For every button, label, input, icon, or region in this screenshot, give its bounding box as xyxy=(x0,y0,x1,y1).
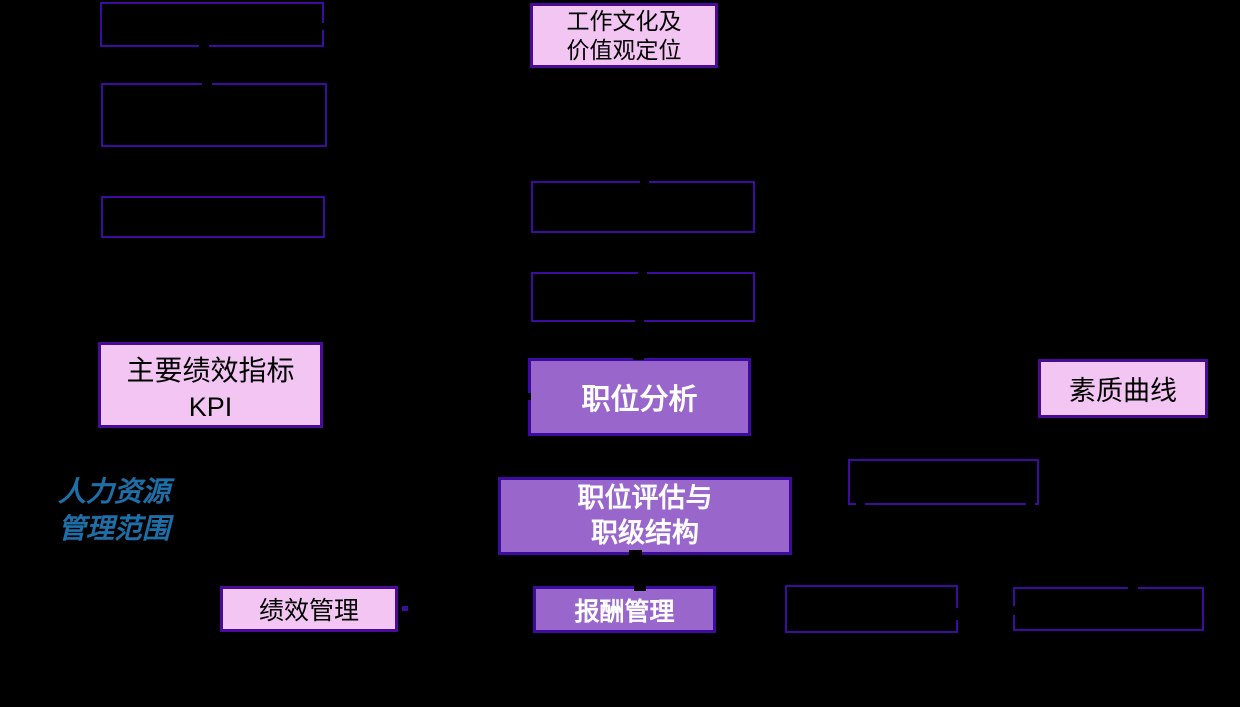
box-compensation-management: 报酬管理 xyxy=(533,586,716,633)
empty-box-center-1 xyxy=(531,181,755,233)
connector-arrowhead xyxy=(634,583,646,591)
box-work-culture-line2: 价值观定位 xyxy=(566,37,682,63)
connector-arrowhead xyxy=(523,393,531,400)
hr-scope-caption-line1: 人力资源 xyxy=(58,477,171,508)
connector-mark xyxy=(199,43,209,49)
box-job-evaluation: 职位评估与 职级结构 xyxy=(498,477,792,555)
box-performance-management: 绩效管理 xyxy=(220,586,398,632)
empty-box-center-2 xyxy=(531,272,755,322)
hr-scope-caption-line2: 管理范围 xyxy=(58,514,171,545)
box-job-analysis-label: 职位分析 xyxy=(581,384,698,416)
box-kpi-line1: 主要绩效指标 xyxy=(126,355,295,387)
empty-box-top-left xyxy=(100,2,324,47)
hr-scope-caption: 人力资源 管理范围 xyxy=(58,474,238,550)
box-job-evaluation-line1: 职位评估与 xyxy=(577,483,713,513)
box-quality-curve: 素质曲线 xyxy=(1038,359,1208,418)
connector-mark xyxy=(1010,606,1016,615)
connector-mark xyxy=(952,608,960,620)
connector-mark xyxy=(856,501,865,507)
empty-box-left-3 xyxy=(101,196,325,238)
empty-box-right-middle xyxy=(848,459,1039,505)
connector-mark xyxy=(629,550,642,557)
connector-mark xyxy=(1026,501,1035,507)
connector-mark xyxy=(635,318,644,324)
connector-mark xyxy=(321,23,327,30)
empty-box-left-2 xyxy=(101,83,327,147)
connector-mark xyxy=(202,81,212,87)
box-compensation-management-label: 报酬管理 xyxy=(574,598,675,626)
connector-mark xyxy=(640,179,649,185)
connector-mark xyxy=(638,270,647,276)
box-work-culture: 工作文化及 价值观定位 xyxy=(530,3,718,68)
box-job-analysis: 职位分析 xyxy=(528,358,751,436)
empty-box-bottom-2 xyxy=(1013,587,1204,631)
box-kpi-line2: KPI xyxy=(188,391,233,422)
connector-arrowhead xyxy=(633,352,644,360)
box-job-evaluation-line2: 职级结构 xyxy=(591,518,699,548)
box-performance-management-label: 绩效管理 xyxy=(258,598,359,625)
box-kpi: 主要绩效指标 KPI xyxy=(98,342,323,428)
box-work-culture-line1: 工作文化及 xyxy=(566,8,682,34)
connector-mark xyxy=(1128,585,1138,591)
empty-box-bottom-1 xyxy=(785,585,958,633)
box-quality-curve-label: 素质曲线 xyxy=(1069,376,1177,406)
connector-dash xyxy=(402,606,408,611)
